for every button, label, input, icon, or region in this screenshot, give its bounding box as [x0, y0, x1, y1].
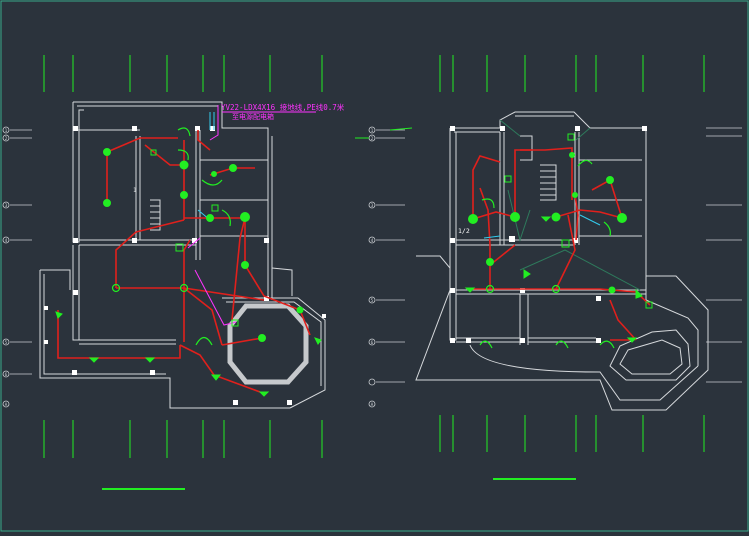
left-callout-line1: YV22-LDX4X16 接地线,PE线0.7米 [221, 102, 345, 112]
door-swing-icon [555, 340, 569, 349]
ceiling-light-icon [296, 306, 304, 314]
right-axis-label: 3 [371, 203, 374, 209]
ceiling-light-icon [608, 286, 616, 294]
right-axis-label: 5 [371, 298, 374, 304]
right-bay-window-inner [619, 339, 683, 375]
left-axis-label: 5 [5, 340, 8, 346]
switch-box-icon [504, 175, 512, 183]
right-bay-window [609, 329, 691, 381]
door-swing-icon [481, 198, 495, 209]
dimension-ticks-top [43, 55, 705, 92]
left-axis-label: 6 [5, 372, 8, 378]
right-axis-label: A [371, 402, 374, 408]
ceiling-light-icon [211, 171, 217, 177]
ceiling-light-icon [606, 176, 614, 184]
ceiling-light-icon [240, 212, 250, 222]
wall-lamp-icon [88, 357, 100, 363]
right-floor-plan-walls [415, 111, 709, 411]
axis-labels-left [2, 126, 32, 408]
ceiling-light-icon [179, 160, 189, 170]
right-plan-cyan-lines [483, 214, 601, 239]
left-axis-label: A [5, 402, 8, 408]
door-swing-icon [599, 340, 615, 349]
switch-box-icon [567, 133, 575, 141]
ceiling-light-icon [486, 258, 494, 266]
door-swing-icon [479, 340, 493, 349]
left-room-label: 1 [133, 187, 137, 194]
door-swing-icon [577, 159, 593, 167]
wall-lamp-icon [144, 357, 156, 363]
ceiling-light-icon [572, 192, 578, 198]
ceiling-light-icon [485, 284, 495, 294]
ceiling-light-icon [103, 148, 111, 156]
switch-box-icon [231, 319, 239, 327]
left-plan-fixtures [55, 127, 322, 397]
wall-lamp-icon [540, 216, 552, 222]
ceiling-light-icon [180, 191, 188, 199]
right-plan-fixtures [464, 133, 653, 349]
switch-box-icon [561, 239, 570, 248]
left-axis-label: 1 [5, 128, 8, 134]
right-axis-label: 6 [371, 340, 374, 346]
wall-lamp-icon [210, 374, 222, 381]
door-swing-icon [221, 209, 231, 227]
ceiling-light-icon [111, 283, 121, 293]
ceiling-light-icon [551, 284, 561, 294]
switch-box-icon [150, 149, 157, 156]
left-callout-line2: 至电源配电箱 [232, 112, 274, 121]
wall-lamp-icon [314, 337, 322, 345]
right-plan-columns [450, 126, 647, 343]
wall-lamp-icon [464, 287, 476, 293]
right-plan-diagonal-guides [499, 119, 641, 291]
wall-lamp-icon [258, 391, 270, 397]
wall-lamp-icon [626, 337, 638, 343]
switch-box-icon [211, 204, 219, 212]
ceiling-light-icon [551, 212, 561, 222]
wall-lamp-icon [523, 269, 531, 279]
left-axis-label: 4 [5, 238, 8, 244]
ceiling-light-icon [569, 152, 575, 158]
left-plan-wiring [57, 130, 311, 393]
ceiling-light-icon [179, 283, 189, 293]
left-axis-label: 3 [5, 203, 8, 209]
ceiling-light-icon [510, 212, 520, 222]
ceiling-light-icon [229, 164, 237, 172]
left-octagon-bay [227, 303, 309, 385]
door-swing-icon [201, 179, 223, 186]
right-axis-label: 2 [371, 136, 374, 142]
right-axis-label: 1 [371, 128, 374, 134]
wall-lamp-icon [55, 311, 63, 319]
left-axis-label: 2 [5, 136, 8, 142]
ceiling-light-icon [617, 213, 627, 223]
left-plan-columns [44, 126, 326, 405]
switch-box-icon [175, 243, 184, 252]
left-floor-plan-walls [39, 101, 326, 409]
door-swing-icon [195, 336, 213, 346]
ceiling-light-icon [206, 214, 214, 222]
door-swing-icon [603, 221, 611, 237]
right-axis-label: 4 [371, 238, 374, 244]
right-note-label: 1/2 [458, 227, 470, 235]
door-swing-icon [177, 127, 191, 137]
ceiling-light-icon [103, 199, 111, 207]
dimension-ticks-bottom [43, 415, 705, 458]
axis-ticks-green [355, 127, 413, 139]
wall-lamp-icon [635, 288, 643, 299]
axis-labels-right [368, 126, 742, 408]
door-swing-icon [177, 149, 189, 161]
ceiling-light-icon [241, 261, 249, 269]
ceiling-light-icon [468, 214, 478, 224]
ceiling-light-icon [258, 334, 266, 342]
right-plan-wiring [470, 147, 651, 341]
switch-box-icon [645, 301, 653, 309]
